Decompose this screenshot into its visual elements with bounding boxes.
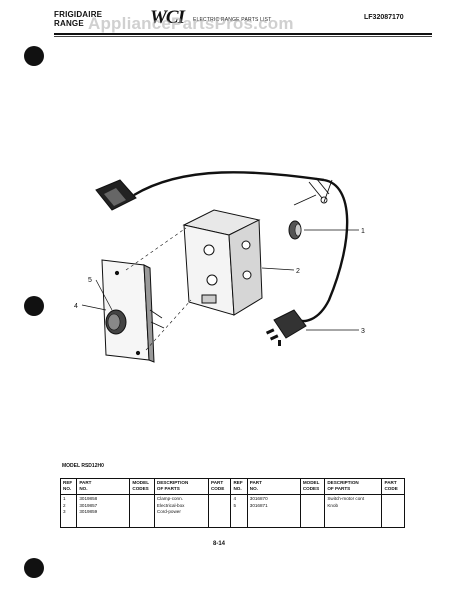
right-code-cell xyxy=(381,494,405,528)
brand-block: FRIGIDAIRE RANGE xyxy=(54,10,102,28)
left-desc-cell: Clamp-conn. Electrical-box Cord-power xyxy=(153,494,209,528)
clamp-connector xyxy=(288,220,302,240)
leader-2 xyxy=(261,267,295,271)
right-ref-cell: 4 5 xyxy=(230,494,248,528)
cable-power xyxy=(293,178,349,323)
header-title: ELECTRIC RANGE PARTS LIST xyxy=(193,17,272,23)
callout-3: 3 xyxy=(361,328,365,335)
binder-hole-bottom xyxy=(24,558,44,578)
binder-hole-top xyxy=(24,46,44,66)
right-model-cell xyxy=(299,494,326,528)
header-rule-thin xyxy=(54,36,432,37)
leader-4 xyxy=(81,304,107,311)
exploded-view-diagram: 1 2 3 4 5 xyxy=(74,171,365,363)
table-row: 1 2 3 3019858 3019857 3019859 Clamp-conn… xyxy=(59,494,405,528)
page-number: 8-14 xyxy=(213,541,226,547)
assembly-lines xyxy=(125,227,192,351)
header-rule xyxy=(54,33,432,35)
electrical-box xyxy=(182,209,263,316)
document-number: LF32087170 xyxy=(364,14,404,21)
watermark: AppliancePartsPros.com xyxy=(88,14,294,33)
brand-name: FRIGIDAIRE xyxy=(54,10,103,19)
power-plug xyxy=(265,309,307,346)
left-part-cell: 3019858 3019857 3019859 xyxy=(76,494,131,528)
switch-knob xyxy=(105,309,127,335)
binder-hole-middle xyxy=(24,296,44,316)
right-desc-cell: Switch-motor cont Knob xyxy=(324,494,383,528)
brand-product: RANGE xyxy=(54,19,84,28)
wci-logo: WCI xyxy=(150,7,185,28)
leader-5 xyxy=(95,279,113,311)
switch-wall-plate xyxy=(101,259,155,363)
left-ref-cell: 1 2 3 xyxy=(59,494,78,528)
right-part-cell: 3016870 3016871 xyxy=(246,494,301,528)
callout-2: 2 xyxy=(296,268,300,275)
callout-4: 4 xyxy=(74,303,78,310)
cord-clamp-plug xyxy=(95,179,137,211)
left-code-cell xyxy=(207,494,232,528)
cable-upper xyxy=(133,171,325,197)
left-model-cell xyxy=(129,494,155,528)
callout-5: 5 xyxy=(88,277,92,284)
callout-1: 1 xyxy=(361,228,365,235)
model-label: MODEL RSD12H0 xyxy=(62,463,104,469)
wire-leads xyxy=(293,177,333,206)
switch-wires xyxy=(149,309,165,329)
